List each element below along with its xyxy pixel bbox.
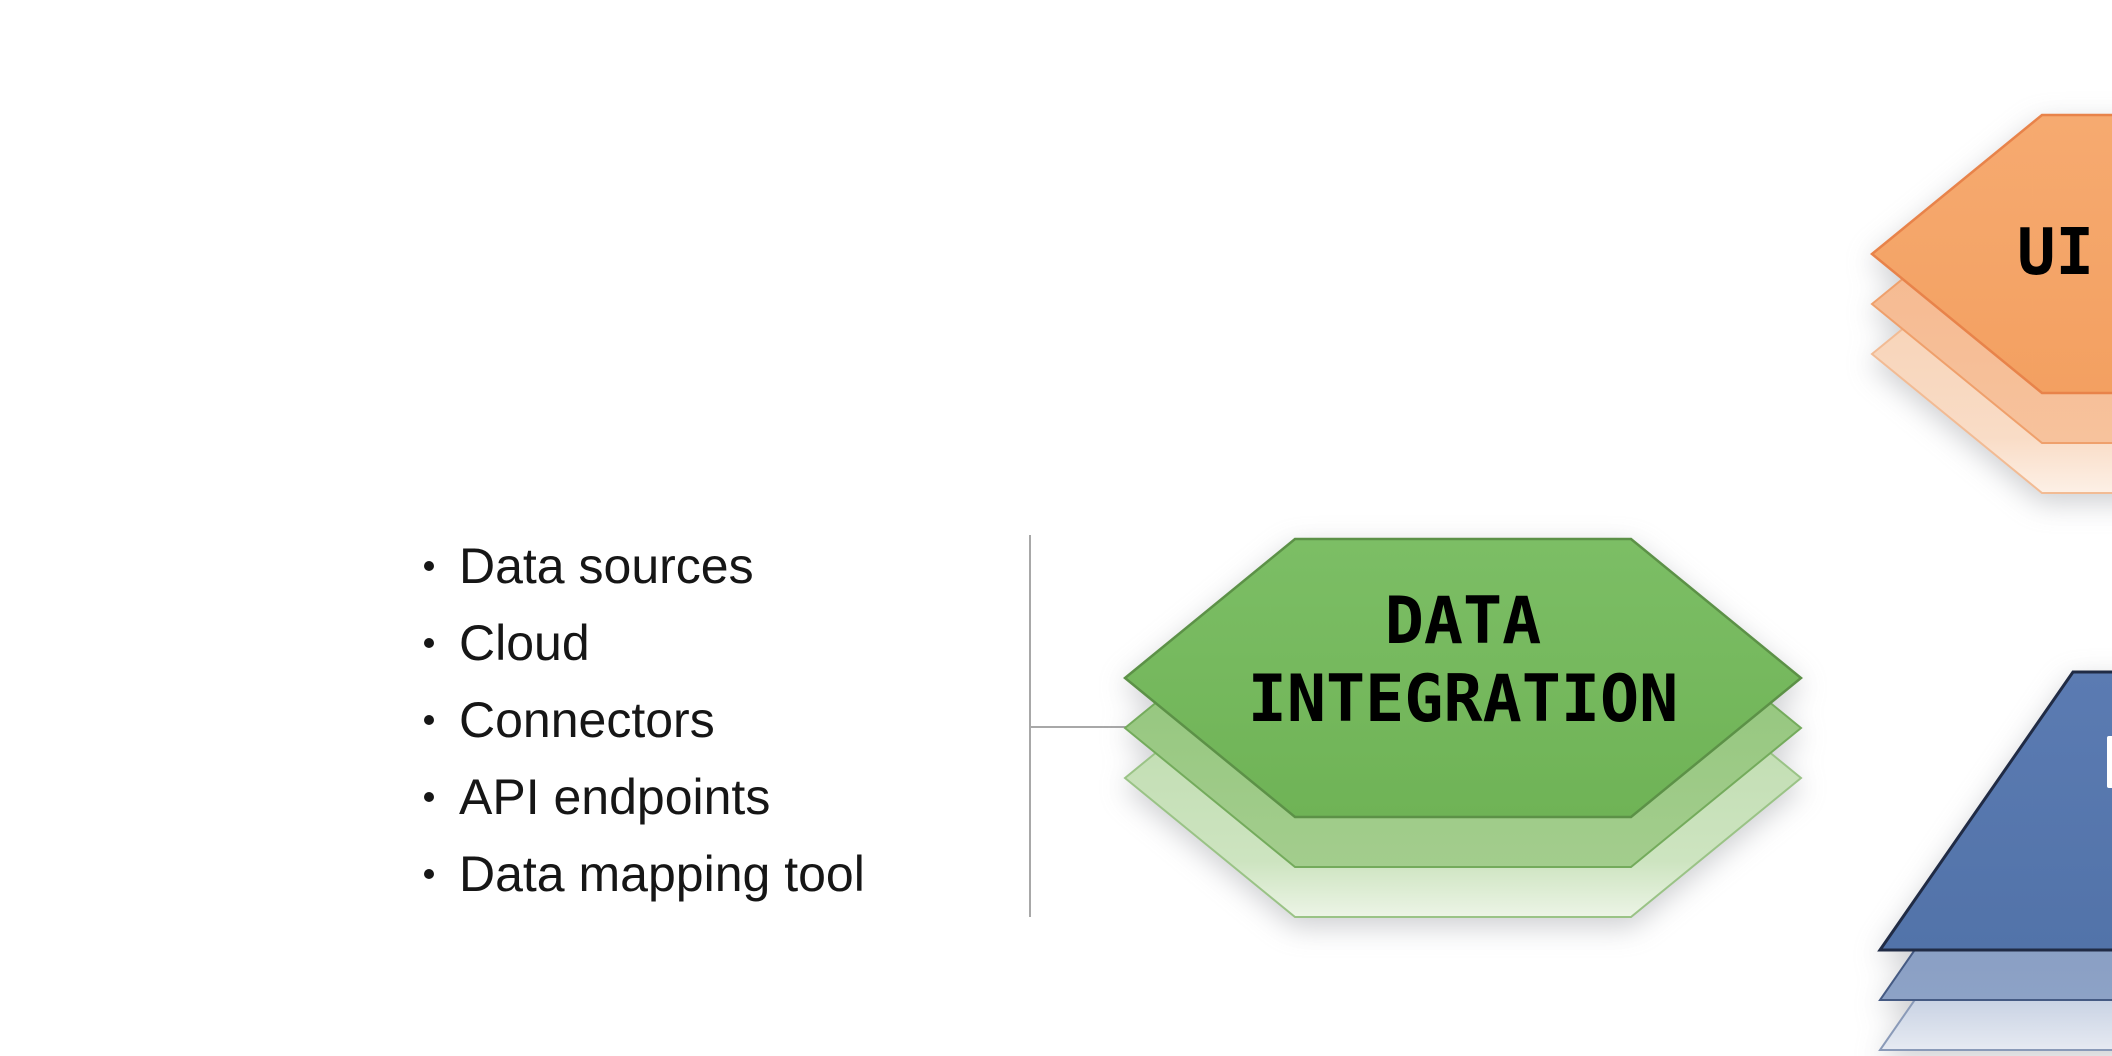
bullet-icon	[424, 868, 434, 879]
list-item-label: Data mapping tool	[459, 845, 865, 902]
list-item-label: Cloud	[459, 614, 590, 671]
data-integration-label: DATA INTEGRATION	[1125, 583, 1801, 739]
bracket-vertical-line	[1029, 535, 1031, 917]
label-line-2: INTEGRATION	[1247, 662, 1679, 737]
list-item: Data sources	[424, 527, 865, 604]
trapezoid-main	[1877, 670, 2112, 952]
list-item-label: Data sources	[459, 537, 754, 594]
data-integration-stack	[1123, 537, 1803, 918]
list-item: Cloud	[424, 604, 865, 681]
hexagon-main	[1123, 537, 1803, 819]
list-item: Connectors	[424, 681, 865, 758]
list-item: Data mapping tool	[424, 835, 865, 912]
bullet-icon	[424, 791, 434, 802]
list-item-label: Connectors	[459, 691, 715, 748]
bullet-icon	[424, 560, 434, 571]
bullet-icon	[424, 714, 434, 725]
feature-list: Data sources Cloud Connectors API endpoi…	[424, 527, 865, 912]
bracket-horizontal-line	[1031, 726, 1127, 728]
ui-stack	[1870, 113, 2112, 494]
hexagon-main	[1870, 113, 2112, 395]
list-item-label: API endpoints	[459, 768, 771, 825]
bullet-icon	[424, 637, 434, 648]
ui-label: UI	[2017, 216, 2095, 290]
blue-trapezoid-stack	[1877, 670, 2112, 1051]
clipped-label-fragment	[2107, 736, 2112, 788]
list-item: API endpoints	[424, 758, 865, 835]
label-line-1: DATA	[1384, 584, 1542, 659]
